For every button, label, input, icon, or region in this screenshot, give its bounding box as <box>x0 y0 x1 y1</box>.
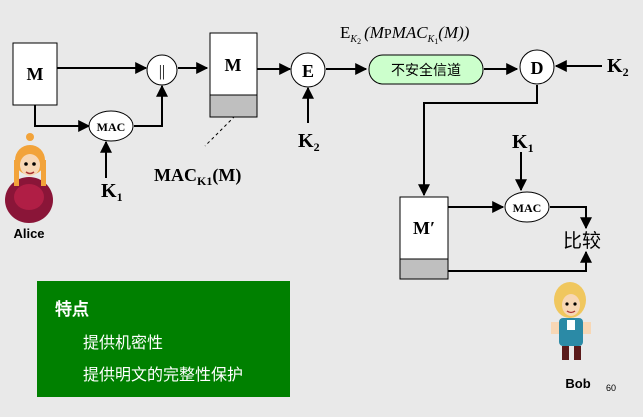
page-number: 60 <box>606 383 617 393</box>
features-panel: 特点 提供机密性 提供明文的完整性保护 <box>37 281 290 397</box>
mac-note-pointer <box>204 110 241 147</box>
encrypt-label: E <box>302 61 314 81</box>
alice-avatar-icon <box>5 133 53 223</box>
connectors <box>34 60 602 272</box>
bob-key-label: K1 <box>512 131 534 155</box>
feature-item-integrity: 提供明文的完整性保护 <box>83 365 244 384</box>
bob-name: Bob <box>565 376 590 391</box>
mac-note-label: MACK1(M) <box>154 165 241 188</box>
concat-symbol: || <box>159 63 165 80</box>
alice-mac-label: MAC <box>97 120 126 134</box>
encrypt-node: E <box>290 52 326 88</box>
feature-item-confidentiality: 提供机密性 <box>83 333 164 352</box>
decrypt-node: D <box>519 49 555 85</box>
decrypt-label: D <box>531 58 544 78</box>
concat-node: || <box>146 54 178 86</box>
alice-message-label: M <box>27 64 44 84</box>
bob-message-label: M′ <box>413 218 435 238</box>
compare-label: 比较 <box>563 230 601 252</box>
alice-name: Alice <box>13 226 44 241</box>
bob-message-box: M′ <box>399 196 449 280</box>
bob-avatar-icon <box>551 282 591 360</box>
insecure-channel: 不安全信道 <box>368 54 484 85</box>
bob-mac-node: MAC <box>504 191 550 223</box>
alice-key-label: K1 <box>101 180 123 204</box>
decrypt-key-label: K2 <box>607 55 629 79</box>
bob-mac-label: MAC <box>513 201 542 215</box>
packet-message-label: M <box>225 55 242 75</box>
alice-mac-node: MAC <box>88 110 134 142</box>
channel-label: 不安全信道 <box>391 62 461 79</box>
alice-message-box: M <box>12 42 58 106</box>
packet-box: M <box>209 32 258 118</box>
cipher-formula: EK2(MPMACK1(M)) <box>340 23 470 46</box>
features-title: 特点 <box>55 300 89 320</box>
encrypt-key-label: K2 <box>298 130 320 154</box>
